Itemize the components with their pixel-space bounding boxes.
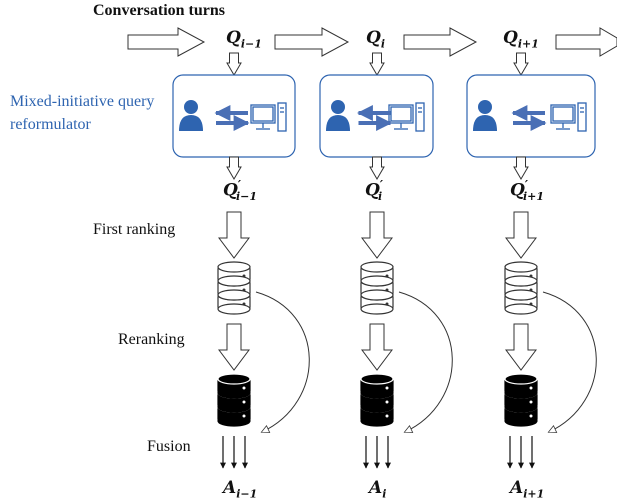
- hollow-arrow-icon: [513, 156, 529, 180]
- hollow-arrow-icon: [369, 156, 385, 180]
- hollow-arrow-icon: [369, 52, 385, 76]
- reformulator-label-line1: Mixed-initiative query: [10, 93, 155, 110]
- hollow-arrow-icon: [403, 27, 478, 57]
- first-ranking-label: First ranking: [93, 221, 176, 238]
- hollow-arrow-icon: [226, 52, 242, 76]
- hollow-arrow-icon: [361, 323, 393, 371]
- database-icon: [360, 373, 394, 427]
- answer-label: Ai−1: [223, 478, 258, 501]
- database-icon: [504, 261, 538, 315]
- reformulator-label-line2: reformulator: [10, 116, 91, 133]
- database-icon: [504, 373, 538, 427]
- reformulated-query-label: Q′i: [365, 178, 383, 204]
- hollow-arrow-icon: [555, 27, 617, 57]
- hollow-arrow-icon: [505, 211, 537, 259]
- database-icon: [217, 261, 251, 315]
- query-label: Qi: [366, 28, 385, 51]
- user-icon: [326, 100, 350, 131]
- computer-icon: [250, 102, 287, 132]
- skip-arrow: [398, 291, 453, 432]
- hollow-arrow-icon: [226, 156, 242, 180]
- hollow-arrow-icon: [505, 323, 537, 371]
- answer-label: Ai: [369, 478, 387, 501]
- query-label: Qi+1: [503, 28, 539, 51]
- pipeline-column: [172, 52, 310, 469]
- hollow-arrow-icon: [513, 52, 529, 76]
- database-icon: [360, 261, 394, 315]
- hollow-arrow-icon: [218, 323, 250, 371]
- hollow-arrow-icon: [274, 27, 350, 57]
- conversation-turns-label: Conversation turns: [93, 2, 226, 19]
- turn-arrows: [127, 27, 617, 57]
- fusion-label: Fusion: [147, 438, 191, 455]
- reranking-label: Reranking: [118, 331, 185, 348]
- pipeline-column: [466, 52, 597, 469]
- reformulated-query-label: Q′i−1: [223, 178, 258, 204]
- pipeline-column: [319, 52, 453, 469]
- user-icon: [179, 100, 203, 131]
- computer-icon: [388, 102, 425, 132]
- skip-arrow: [255, 291, 310, 432]
- hollow-arrow-icon: [218, 211, 250, 259]
- skip-arrow: [542, 291, 597, 432]
- reformulated-query-label: Q′i+1: [510, 178, 545, 204]
- query-label: Qi−1: [226, 28, 262, 51]
- computer-icon: [550, 102, 587, 132]
- hollow-arrow-icon: [127, 27, 206, 57]
- database-icon: [217, 373, 251, 427]
- answer-label: Ai+1: [510, 478, 545, 501]
- hollow-arrow-icon: [361, 211, 393, 259]
- user-icon: [473, 100, 497, 131]
